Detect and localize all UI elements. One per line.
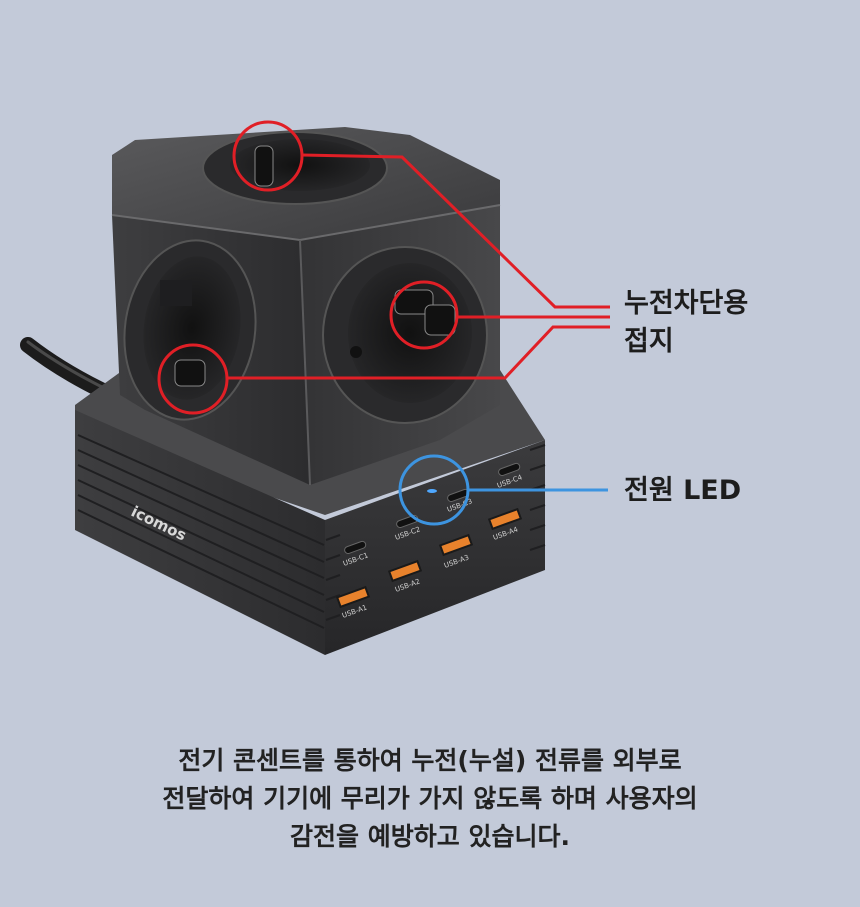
usb-c2-port [396,514,419,529]
left-socket [123,239,257,421]
caption-line1: 전기 콘센트를 통하여 누전(누설) 전류를 외부로 [178,746,682,775]
top-socket [202,131,388,205]
usb-a4-port [487,507,523,531]
right-socket [322,246,488,424]
usb-a2-port [387,559,423,583]
description-caption: 전기 콘센트를 통하여 누전(누설) 전류를 외부로 전달하여 기기에 무리가 … [0,742,860,856]
caption-line2: 전달하여 기기에 무리가 가지 않도록 하며 사용자의 [162,784,698,813]
grounding-callout-line1: 누전차단용 [624,288,749,319]
led-callout-marker [398,454,608,526]
ground-callout-markers [157,120,610,415]
usb-a3-port [438,533,474,557]
power-cable [20,337,113,400]
ground-marker-right [389,280,459,350]
led-callout-label: 전원 LED [624,475,742,506]
usb-c4-port [498,462,521,477]
product-illustration: icomos USB-C4 USB-C3 USB-C2 USB-C1 USB-A… [20,120,610,655]
grounding-callout-line2: 접지 [624,326,674,357]
power-led [427,489,437,493]
grounding-callout-label: 누전차단용 접지 [624,285,748,361]
usb-c1-port [344,540,367,555]
caption-line3: 감전을 예방하고 있습니다. [290,822,570,851]
usb-a1-port [335,585,371,609]
